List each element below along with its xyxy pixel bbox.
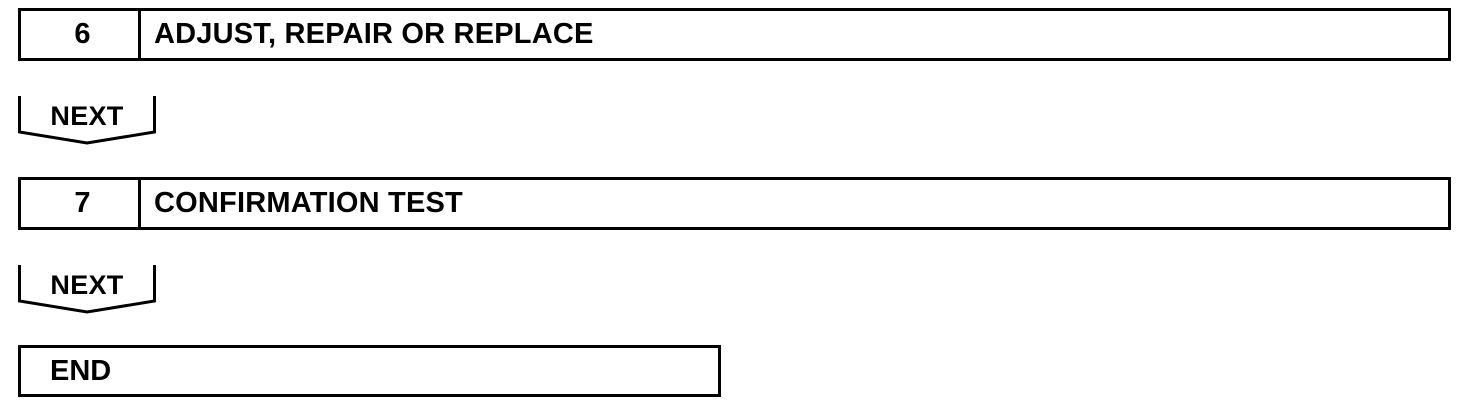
next-arrow-icon [18,265,156,314]
next-label: NEXT [50,101,124,131]
step-6-box: 6 ADJUST, REPAIR OR REPLACE [18,8,1451,61]
step-title: ADJUST, REPAIR OR REPLACE [154,18,594,50]
next-arrow-icon [18,96,156,145]
step-number: 6 [21,11,141,58]
end-box: END [18,345,721,397]
step-7-box: 7 CONFIRMATION TEST [18,177,1451,230]
next-button[interactable]: NEXT [18,265,156,314]
step-title: CONFIRMATION TEST [154,187,463,219]
step-number: 7 [21,180,141,227]
next-label: NEXT [50,270,124,300]
next-button[interactable]: NEXT [18,96,156,145]
